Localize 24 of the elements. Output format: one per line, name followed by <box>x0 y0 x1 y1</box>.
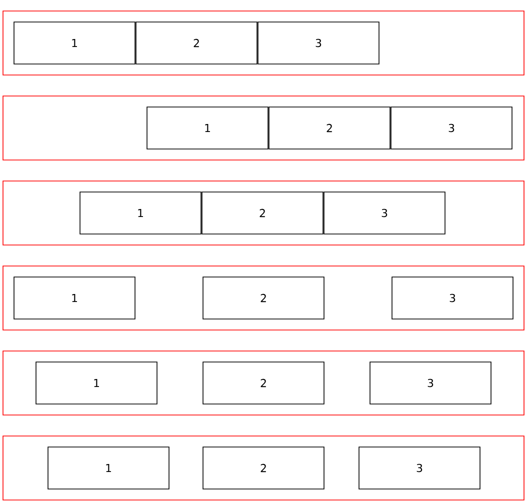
flex-item-box: 1 <box>146 106 268 150</box>
flex-item-box: 1 <box>80 192 202 234</box>
flex-item-box: 3 <box>390 106 512 150</box>
flex-item-box: 1 <box>36 362 158 404</box>
flex-item-box: 2 <box>136 22 258 64</box>
flex-container-box <box>2 10 524 76</box>
flex-item-box: 2 <box>202 276 324 320</box>
flex-item-box: 3 <box>392 276 514 320</box>
flex-container-box <box>2 436 524 500</box>
flex-item-box: 2 <box>202 446 324 490</box>
flex-item-box: 3 <box>358 446 480 490</box>
flex-item-box: 1 <box>14 22 136 64</box>
flex-container-box <box>2 96 524 160</box>
flex-item-box: 1 <box>14 276 136 320</box>
flex-container-box <box>2 180 524 246</box>
flex-container-box <box>2 350 524 416</box>
flex-item-box: 3 <box>324 192 446 234</box>
flex-item-box: 3 <box>370 362 492 404</box>
flex-item-box: 1 <box>48 446 170 490</box>
flex-item-box: 3 <box>258 22 380 64</box>
flex-container-box <box>2 266 524 330</box>
flex-item-box: 2 <box>202 192 324 234</box>
flex-item-box: 2 <box>268 106 390 150</box>
flex-item-box: 2 <box>202 362 324 404</box>
